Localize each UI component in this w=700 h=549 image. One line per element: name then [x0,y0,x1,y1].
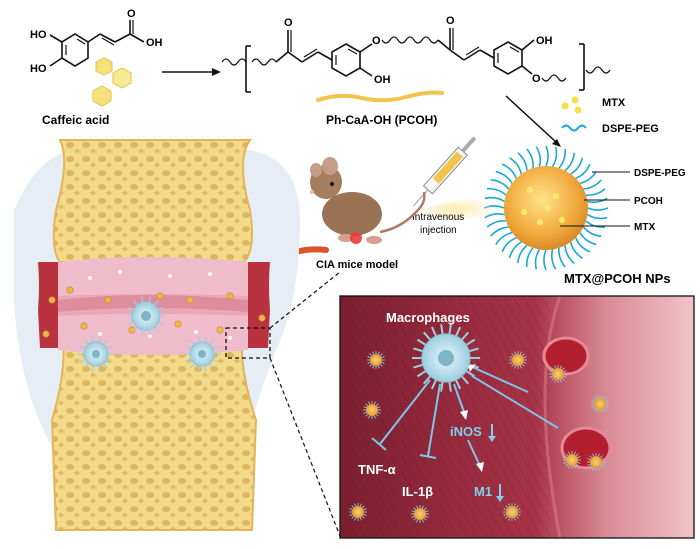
np-label-pcoh: PCOH [634,196,663,207]
dspe-peg-legend-icon [561,124,587,132]
inos-label: iNOS [450,424,482,439]
inos-down-arrow [488,424,496,442]
atom-o-acid: O [127,8,136,20]
zoom-box [225,327,271,359]
inset-nanoparticles [349,351,609,523]
model-label: CIA mice model [316,259,398,271]
inhibition-arrows [371,365,559,467]
il1b-label: IL-1β [402,484,433,499]
atom-ho-1: HO [30,29,47,41]
np-label-mtx: MTX [634,222,655,233]
caffeic-acid-crystals [92,57,132,107]
inset-macrophage [412,324,480,392]
atom-oh-acid: OH [146,37,163,49]
caffeic-acid-label: Caffeic acid [42,113,109,127]
joint-macrophages [78,296,220,372]
joint-nanoparticles [42,286,266,338]
atom-o-ether-1: O [372,35,381,47]
m1-down-arrow [496,484,504,502]
assembly-arrow [505,95,561,147]
atom-o-ether-2: O [532,73,541,85]
tnf-label: TNF-α [358,462,396,477]
pcoh-polymer-chain-icon [316,90,444,103]
knee-joint-illustration [14,139,300,531]
atom-ho-2: HO [30,63,47,75]
polymer-label: Ph-CaA-OH (PCOH) [326,113,437,127]
injection-label-line1: Intravenous [412,212,464,223]
atom-o-keto-2: O [446,15,455,27]
legend-dspe-peg: DSPE-PEG [602,123,659,135]
caffeic-acid-structure: HO HO O OH [30,8,163,75]
np-title: MTX@PCOH NPs [564,271,671,286]
np-mtx-dots [521,187,565,225]
nanoparticle-illustration [483,145,609,271]
pcoh-polymer-structure: O OH OH O O O [221,15,611,93]
macrophages-label: Macrophages [386,310,470,325]
synthesis-arrow [162,68,221,76]
syringe-icon [412,136,500,222]
mouse-illustration [310,157,426,244]
mtx-legend-icon [561,96,582,114]
np-label-dspe-peg: DSPE-PEG [634,168,686,179]
zoom-line-top [269,271,341,329]
peg-corona [483,145,609,271]
injection-label-line2: injection [420,225,457,236]
atom-o-keto-1: O [284,17,293,29]
arrowheads [460,364,484,472]
atom-oh-ring-2: OH [536,35,553,47]
zoom-line-bottom [269,357,341,537]
m1-label: M1 [474,484,492,499]
legend-mtx: MTX [602,97,626,109]
atom-oh-ring-1: OH [374,74,391,86]
inset-panel [339,295,695,539]
